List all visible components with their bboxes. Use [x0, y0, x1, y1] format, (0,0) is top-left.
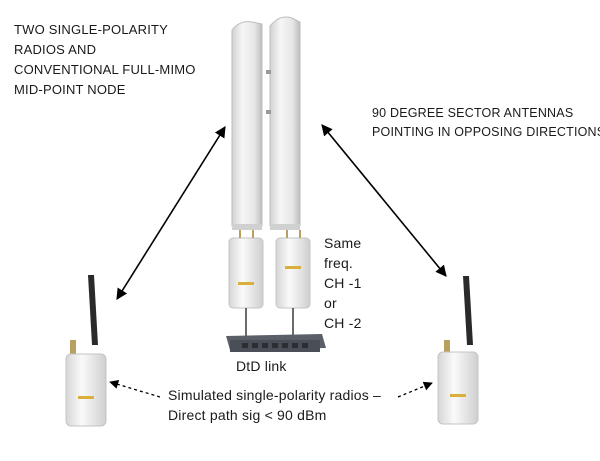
remote-radio-left — [65, 275, 107, 427]
title-note: TWO SINGLE-POLARITY RADIOS AND CONVENTIO… — [14, 20, 254, 100]
freq-line: or — [324, 295, 337, 311]
freq-line: CH -1 — [324, 275, 362, 291]
switch-label: DtD link — [236, 358, 287, 374]
simulated-radios-note: Simulated single-polarity radios – Direc… — [168, 385, 428, 425]
freq-line: Same — [324, 235, 362, 251]
title-line: MID-POINT NODE — [14, 82, 126, 97]
sector-antenna-note: 90 DEGREE SECTOR ANTENNAS POINTING IN OP… — [372, 104, 600, 142]
link-arrow-left — [116, 126, 226, 300]
sector-antenna-right — [266, 16, 301, 230]
network-switch — [226, 334, 326, 352]
sector-antenna-left — [231, 21, 263, 230]
sim-note-line: Direct path sig < 90 dBm — [168, 407, 327, 423]
pointer-arrow-left — [109, 379, 161, 398]
title-line: RADIOS AND — [14, 42, 97, 57]
remote-radio-right — [437, 276, 479, 425]
frequency-note: Same freq. CH -1 or CH -2 — [324, 233, 374, 333]
midpoint-radio-right — [275, 230, 311, 309]
sim-note-line: Simulated single-polarity radios – — [168, 387, 382, 403]
freq-line: CH -2 — [324, 315, 362, 331]
link-arrow-right — [321, 124, 447, 277]
midpoint-radio-left — [228, 230, 264, 309]
pointer-arrow-right — [397, 381, 433, 398]
sector-note-line: 90 DEGREE SECTOR ANTENNAS — [372, 106, 574, 120]
switch-cables — [245, 308, 294, 336]
freq-line: freq. — [324, 255, 354, 271]
sector-note-line: POINTING IN OPPOSING DIRECTIONS — [372, 125, 600, 139]
title-line: TWO SINGLE-POLARITY — [14, 22, 169, 37]
title-line: CONVENTIONAL FULL-MIMO — [14, 62, 196, 77]
